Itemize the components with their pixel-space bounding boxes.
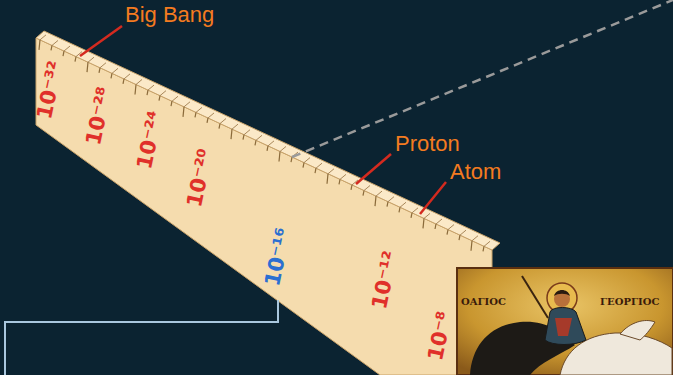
ruler-ticks [39, 35, 490, 251]
ruler-tick [484, 241, 490, 246]
ruler-tick [256, 135, 262, 140]
ruler-number: 10⁻²⁴ [132, 109, 168, 171]
ruler-tick [124, 74, 130, 79]
ruler-tick [219, 124, 220, 129]
ruler-tick [171, 101, 172, 106]
ruler-tick [63, 51, 64, 56]
ruler-tick [64, 46, 70, 51]
ruler-tick [40, 35, 46, 40]
ruler-tick [363, 191, 364, 196]
ruler-tick [172, 96, 178, 101]
ruler-tick [291, 157, 292, 162]
scale-label: Big Bang [125, 2, 214, 28]
ruler-tick [435, 224, 436, 229]
scale-label: Proton [395, 131, 460, 157]
ruler-tick [279, 151, 280, 161]
ruler-tick [244, 130, 250, 135]
ruler-tick [388, 197, 394, 202]
ruler-tick [375, 196, 376, 206]
ruler-tick [471, 241, 472, 251]
ruler-tick [460, 230, 466, 235]
ruler-tick [51, 45, 52, 50]
ruler-number: 10⁻¹⁶ [260, 226, 296, 288]
ruler-tick [88, 57, 94, 62]
ruler-tick [447, 230, 448, 235]
ruler-tick [231, 129, 232, 139]
ruler-tick [87, 62, 88, 72]
ruler-tick [147, 90, 148, 95]
ruler-tick [423, 218, 424, 228]
ruler-tick [255, 140, 256, 145]
leader-line [420, 182, 446, 214]
ruler-tick [232, 124, 238, 129]
ruler-tick [472, 236, 478, 241]
ruler-tick [208, 113, 214, 118]
leader-line [80, 26, 122, 56]
ruler-tick [52, 40, 58, 45]
ruler-tick [268, 141, 274, 146]
ruler-top [36, 31, 500, 250]
ruler-tick [424, 213, 430, 218]
ruler-tick [136, 80, 142, 85]
ruler-tick [100, 63, 106, 68]
ruler-tick [267, 146, 268, 151]
ruler-tick [99, 68, 100, 73]
ruler-tick [364, 186, 370, 191]
ruler-tick [195, 112, 196, 117]
ruler-tick [39, 40, 40, 50]
ruler-tick [411, 213, 412, 218]
ruler-tick [328, 169, 334, 174]
ruler-tick [75, 57, 76, 62]
ruler-tick [315, 168, 316, 173]
ruler-tick [183, 107, 184, 117]
ruler-tick [220, 119, 226, 124]
ruler-tick [448, 225, 454, 230]
ruler-tick [243, 135, 244, 140]
ruler-tick [112, 68, 118, 73]
icon-inscription: ΓΕΟΡΓΙΟC [600, 296, 659, 307]
ruler-tick [159, 96, 160, 101]
ruler-tick [340, 174, 346, 179]
icon-picture [457, 268, 673, 375]
ruler-number: 10⁻⁸ [423, 309, 457, 362]
ruler-tick [207, 118, 208, 123]
ruler-number: 10⁻²⁰ [182, 147, 218, 209]
icon-inscription: ΟΑΓΙΟC [461, 296, 506, 307]
ruler-tick [376, 191, 382, 196]
ruler-tick [184, 102, 190, 107]
ruler-tick [412, 208, 418, 213]
ruler-number: 10⁻¹² [367, 249, 403, 311]
ruler-tick [160, 91, 166, 96]
ruler-tick [148, 85, 154, 90]
scale-label: Atom [450, 159, 501, 185]
ruler-tick [327, 174, 328, 184]
ruler-tick [339, 179, 340, 184]
ruler-number: 10⁻²⁸ [81, 85, 117, 147]
ruler-tick [303, 163, 304, 168]
ruler-tick [304, 158, 310, 163]
ruler-tick [135, 85, 136, 95]
ruler-tick [387, 202, 388, 207]
ruler-tick [316, 163, 322, 168]
leader-line [356, 154, 391, 184]
ruler-tick [399, 207, 400, 212]
ruler-tick [483, 246, 484, 251]
ruler-tick [280, 146, 286, 151]
ruler-face [36, 38, 492, 375]
ruler-tick [436, 219, 442, 224]
ruler-tick [459, 235, 460, 240]
ruler-tick [400, 202, 406, 207]
ruler-tick [351, 185, 352, 190]
bracket-line [5, 300, 278, 375]
ruler-tick [196, 107, 202, 112]
zoom-line [292, 0, 673, 157]
ruler-tick [123, 79, 124, 84]
ruler-number: 10⁻³² [32, 59, 68, 121]
ruler-tick [111, 73, 112, 78]
